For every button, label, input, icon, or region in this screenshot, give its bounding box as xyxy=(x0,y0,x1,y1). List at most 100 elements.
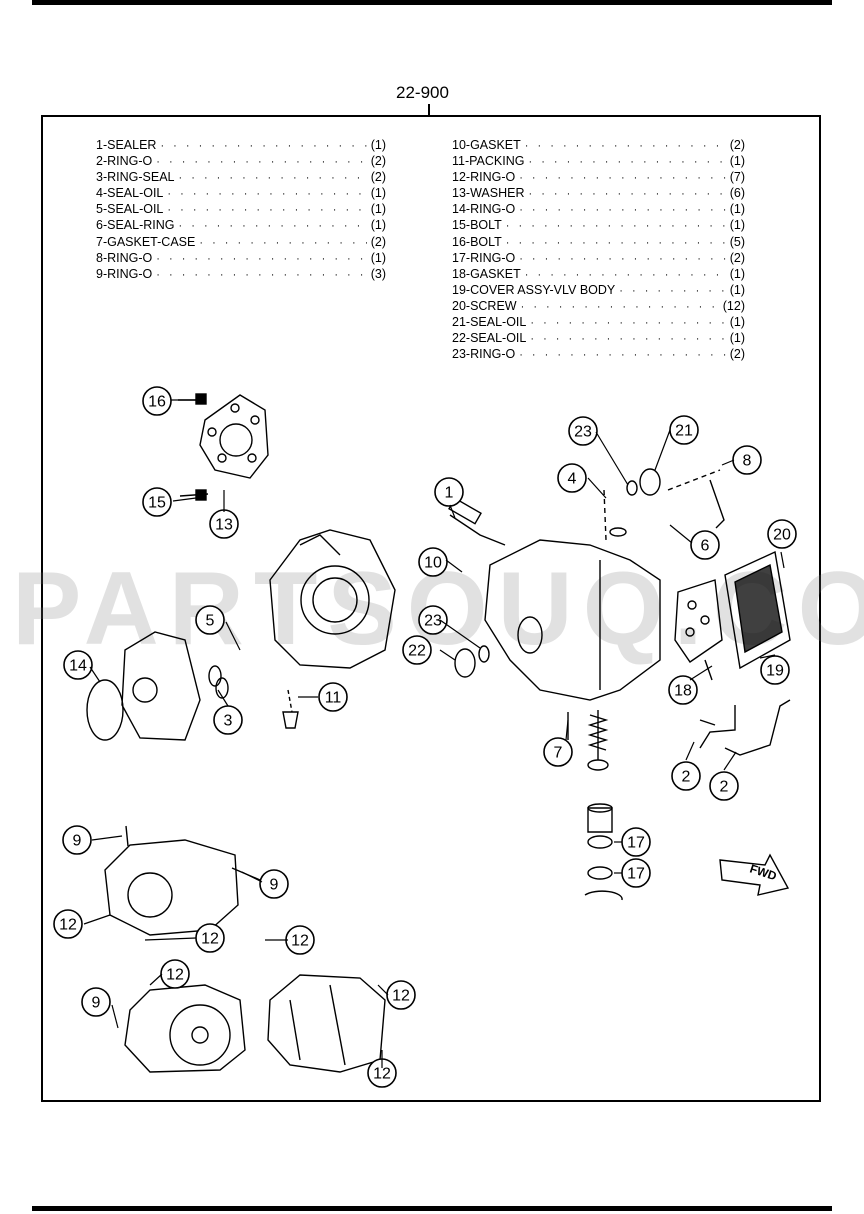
dot-leader: · · · · · · · · · · · · · · · · · · · · … xyxy=(530,333,725,346)
callout-3: 3 xyxy=(213,705,243,735)
svg-text:5: 5 xyxy=(206,613,215,630)
callout-20: 20 xyxy=(767,519,797,549)
part-name: 21-SEAL-OIL xyxy=(452,315,527,330)
dot-leader: · · · · · · · · · · · · · · · · · · · · … xyxy=(528,188,726,201)
svg-text:23: 23 xyxy=(424,613,442,630)
converter-housing-drawing xyxy=(269,529,396,729)
parts-list-row: 10-GASKET· · · · · · · · · · · · · · · ·… xyxy=(452,138,745,154)
part-name: 22-SEAL-OIL xyxy=(452,331,527,346)
top-rule xyxy=(32,0,832,5)
dot-leader: · · · · · · · · · · · · · · · · · · · · … xyxy=(519,172,726,185)
svg-text:12: 12 xyxy=(166,967,184,984)
parts-list-row: 9-RING-O· · · · · · · · · · · · · · · · … xyxy=(96,267,386,283)
callout-8: 8 xyxy=(732,445,762,475)
part-name: 23-RING-O xyxy=(452,347,516,362)
part-qty: (1) xyxy=(370,218,386,233)
parts-list-row: 12-RING-O· · · · · · · · · · · · · · · ·… xyxy=(452,170,745,186)
part-name: 7-GASKET-CASE xyxy=(96,234,196,249)
parts-list-row: 4-SEAL-OIL· · · · · · · · · · · · · · · … xyxy=(96,186,386,202)
svg-text:22: 22 xyxy=(408,643,426,660)
part-qty: (2) xyxy=(729,138,745,152)
part-qty: (1) xyxy=(370,250,386,265)
parts-list-row: 5-SEAL-OIL· · · · · · · · · · · · · · · … xyxy=(96,202,386,218)
fwd-arrow xyxy=(719,853,790,896)
dot-leader: · · · · · · · · · · · · · · · · · · · · … xyxy=(167,188,366,201)
parts-list-row: 7-GASKET-CASE· · · · · · · · · · · · · ·… xyxy=(96,235,386,251)
part-name: 2-RING-O xyxy=(96,154,153,169)
lower-assembly-3-drawing xyxy=(267,974,386,1073)
svg-text:9: 9 xyxy=(92,995,101,1012)
parts-list-row: 23-RING-O· · · · · · · · · · · · · · · ·… xyxy=(452,347,745,363)
part-qty: (1) xyxy=(370,202,386,217)
callout-12: 12 xyxy=(160,959,190,989)
part-name: 4-SEAL-OIL xyxy=(96,186,164,201)
callout-2: 2 xyxy=(671,761,701,791)
parts-list-row: 13-WASHER· · · · · · · · · · · · · · · ·… xyxy=(452,186,745,202)
part-name: 1-SEALER xyxy=(96,138,157,152)
callout-6: 6 xyxy=(690,530,720,560)
part-name: 15-BOLT xyxy=(452,218,502,233)
callout-4: 4 xyxy=(557,463,587,493)
part-name: 12-RING-O xyxy=(452,170,516,185)
svg-text:11: 11 xyxy=(325,690,342,707)
part-qty: (1) xyxy=(370,186,386,201)
callout-14: 14 xyxy=(63,650,93,680)
callout-18: 18 xyxy=(668,675,698,705)
lower-assembly-1-drawing xyxy=(104,825,261,936)
dot-leader: · · · · · · · · · · · · · · · · · · · · … xyxy=(528,156,726,169)
callout-9: 9 xyxy=(81,987,111,1017)
part-name: 10-GASKET xyxy=(452,138,521,152)
callout-leaders xyxy=(83,399,785,1068)
callout-12: 12 xyxy=(386,980,416,1010)
pump-cover-drawing xyxy=(178,393,269,501)
diagram-code: 22-900 xyxy=(396,83,449,102)
parts-list-row: 14-RING-O· · · · · · · · · · · · · · · ·… xyxy=(452,202,745,218)
callout-12: 12 xyxy=(195,923,225,953)
parts-list-row: 16-BOLT· · · · · · · · · · · · · · · · ·… xyxy=(452,235,745,251)
parts-list-row: 21-SEAL-OIL· · · · · · · · · · · · · · ·… xyxy=(452,315,745,331)
parts-list-row: 6-SEAL-RING· · · · · · · · · · · · · · ·… xyxy=(96,218,386,234)
parts-list-row: 3-RING-SEAL· · · · · · · · · · · · · · ·… xyxy=(96,170,386,186)
oil-pipes-drawing xyxy=(699,699,791,756)
parts-list-row: 2-RING-O· · · · · · · · · · · · · · · · … xyxy=(96,154,386,170)
callout-12: 12 xyxy=(285,925,315,955)
part-name: 16-BOLT xyxy=(452,234,502,249)
callout-12: 12 xyxy=(53,909,83,939)
svg-text:14: 14 xyxy=(69,658,87,675)
callout-10: 10 xyxy=(418,547,448,577)
callout-23: 23 xyxy=(568,416,598,446)
callout-16: 16 xyxy=(142,386,172,416)
part-qty: (1) xyxy=(729,202,745,217)
dot-leader: · · · · · · · · · · · · · · · · · · · · … xyxy=(167,204,366,217)
dot-leader: · · · · · · · · · · · · · · · · · · · · … xyxy=(524,268,726,281)
part-qty: (1) xyxy=(729,331,745,346)
part-qty: (2) xyxy=(370,234,386,249)
part-qty: (2) xyxy=(729,250,745,265)
dot-leader: · · · · · · · · · · · · · · · · · · · · … xyxy=(160,140,366,152)
parts-list-row: 8-RING-O· · · · · · · · · · · · · · · · … xyxy=(96,251,386,267)
part-qty: (1) xyxy=(370,138,386,152)
callout-9: 9 xyxy=(62,825,92,855)
bottom-rule xyxy=(32,1206,832,1211)
transaxle-case-drawing xyxy=(448,468,725,771)
svg-text:12: 12 xyxy=(59,917,77,934)
parts-list-row: 19-COVER ASSY-VLV BODY· · · · · · · · · … xyxy=(452,283,745,299)
part-qty: (2) xyxy=(370,170,386,185)
svg-text:19: 19 xyxy=(766,663,784,680)
callout-12: 12 xyxy=(367,1058,397,1088)
part-qty: (6) xyxy=(729,186,745,201)
part-qty: (5) xyxy=(729,234,745,249)
svg-text:12: 12 xyxy=(392,988,410,1005)
callout-22: 22 xyxy=(402,635,432,665)
part-name: 6-SEAL-RING xyxy=(96,218,175,233)
svg-text:23: 23 xyxy=(574,424,592,441)
servo-piston-drawing xyxy=(584,803,623,901)
fwd-label: FWD xyxy=(748,862,779,884)
svg-text:17: 17 xyxy=(627,866,645,883)
parts-list-row: 20-SCREW· · · · · · · · · · · · · · · · … xyxy=(452,299,745,315)
parts-list-row: 17-RING-O· · · · · · · · · · · · · · · ·… xyxy=(452,251,745,267)
part-qty: (3) xyxy=(370,266,386,281)
svg-text:3: 3 xyxy=(224,713,233,730)
dot-leader: · · · · · · · · · · · · · · · · · · · · … xyxy=(519,349,726,362)
